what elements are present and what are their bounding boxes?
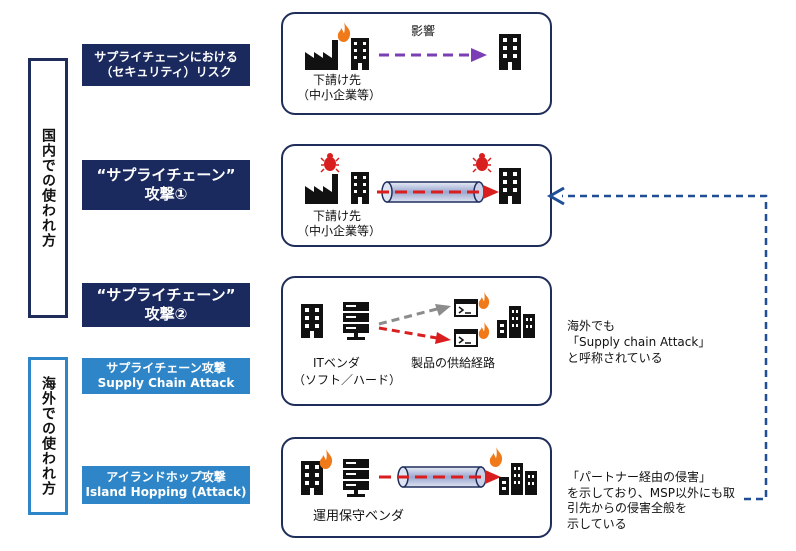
terminal-icon	[454, 329, 478, 347]
panel2-sub1: 下請け先	[313, 209, 362, 223]
bug-icon	[472, 153, 492, 173]
note-partner-compromise: 「パートナー経由の侵害」 を示しており、MSP以外にも取引先からの侵害全般を 示…	[567, 470, 743, 532]
note1-line2: 「Supply chain Attack」	[567, 335, 711, 350]
label-supply-chain-attack-en: サプライチェーン攻撃 Supply Chain Attack	[82, 358, 250, 394]
attack-arrow-icon	[379, 470, 501, 484]
connector-arrow-icon	[546, 186, 768, 501]
label-supply-chain-risk-line2: （セキュリティ）リスク	[100, 65, 232, 79]
panel2-sub2: （中小企業等）	[297, 224, 382, 238]
label-attack1-line2: 攻撃①	[144, 185, 188, 203]
panel4-vendor: 運用保守ベンダ	[313, 509, 405, 524]
fire-icon	[489, 447, 503, 467]
fire-icon	[319, 449, 333, 469]
panel-island-hopping: 運用保守ベンダ	[281, 437, 552, 538]
label-island-hopping: アイランドホップ攻撃 Island Hopping (Attack)	[82, 466, 250, 504]
label-supply-chain-attack-2: “サプライチェーン” 攻撃②	[82, 283, 250, 327]
city-icon	[499, 463, 537, 495]
building-icon	[301, 304, 323, 338]
city-icon	[497, 306, 535, 338]
factory-icon	[305, 40, 338, 70]
label-supply-chain-attack-1: “サプライチェーン” 攻撃①	[82, 160, 250, 210]
building-icon	[499, 34, 521, 70]
bug-icon	[320, 153, 340, 173]
label-island-line1: アイランドホップ攻撃	[106, 470, 226, 484]
fire-icon	[337, 22, 351, 42]
server-icon	[343, 459, 369, 497]
panel3-route: 製品の供給経路	[411, 356, 496, 370]
building-icon	[499, 168, 521, 204]
panel1-influence: 影響	[411, 24, 436, 38]
note2-line2: を示しており、MSP以外にも取引先からの侵害全般を	[567, 485, 736, 516]
label-attack2-line1: “サプライチェーン”	[96, 286, 236, 305]
note2-line1: 「パートナー経由の侵害」	[567, 470, 712, 484]
label-sca-line2: Supply Chain Attack	[97, 376, 235, 390]
influence-arrow-icon	[379, 48, 487, 62]
note-overseas-naming: 海外でも 「Supply chain Attack」 と呼称されている	[567, 318, 710, 367]
label-supply-chain-risk-line1: サプライチェーンにおける	[94, 50, 238, 64]
attack-arrow-icon	[377, 185, 499, 199]
label-island-line2: Island Hopping (Attack)	[85, 485, 247, 499]
distribution-arrows-icon	[378, 304, 451, 344]
note2-line3: 示している	[567, 516, 627, 531]
panel1-sub1: 下請け先	[313, 73, 362, 87]
building-icon	[351, 38, 369, 70]
label-attack1-line1: “サプライチェーン”	[96, 166, 236, 185]
note1-line3: と呼称されている	[567, 351, 663, 366]
overseas-category-label: 海外での使われ方	[40, 376, 56, 496]
server-icon	[343, 302, 369, 340]
panel-supply-chain-attack-1: 下請け先 （中小企業等）	[281, 144, 552, 247]
building-icon	[301, 461, 323, 495]
label-attack2-line2: 攻撃②	[144, 305, 188, 323]
panel3-vendor2: （ソフト／ハード）	[293, 373, 402, 387]
panel3-vendor1: ITベンダ	[313, 356, 360, 370]
panel-supply-chain-attack-2: ITベンダ （ソフト／ハード） 製品の供給経路	[281, 276, 552, 406]
building-icon	[351, 172, 369, 204]
factory-icon	[305, 174, 338, 204]
note1-line1: 海外でも	[567, 319, 616, 333]
domestic-category-box: 国内での使われ方	[28, 58, 68, 318]
panel1-sub2: （中小企業等）	[297, 88, 382, 102]
label-sca-line1: サプライチェーン攻撃	[106, 361, 226, 375]
label-supply-chain-risk: サプライチェーンにおける （セキュリティ）リスク	[82, 44, 250, 86]
terminal-icon	[454, 299, 478, 317]
panel-supply-chain-risk: 影響 下請け先 （中小企業等）	[281, 12, 552, 115]
overseas-category-box: 海外での使われ方	[28, 357, 68, 515]
fire-icon	[478, 292, 490, 309]
domestic-category-label: 国内での使われ方	[40, 128, 56, 248]
fire-icon	[478, 322, 490, 339]
